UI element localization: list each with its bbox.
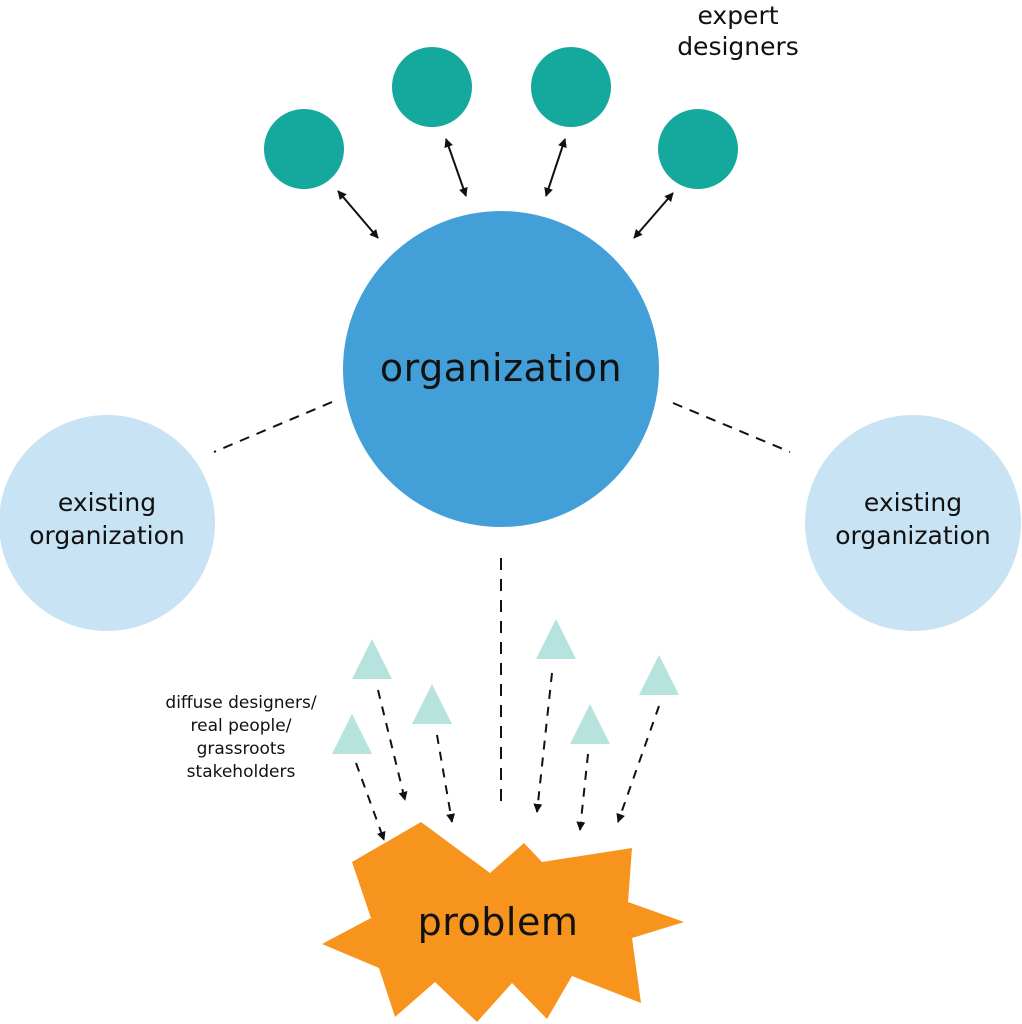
diffuse-designer-triangle xyxy=(536,619,576,659)
problem-starburst xyxy=(322,822,684,1022)
dashed-arrow xyxy=(533,672,553,813)
dashed-arrow xyxy=(436,734,456,823)
existing-organization-left-line1: existing xyxy=(57,488,157,517)
double-arrow xyxy=(444,138,468,197)
expert-designer-circle xyxy=(264,109,344,189)
expert-designers-line2: designers xyxy=(677,32,799,61)
existing-organization-right-circle xyxy=(805,415,1021,631)
diffuse-designer-triangle xyxy=(412,684,452,724)
double-arrow xyxy=(633,192,674,239)
organization-label: organization xyxy=(379,346,623,390)
diffuse-designers-line2: real people/ xyxy=(190,716,292,736)
existing-organization-right-label: existing organization xyxy=(806,486,1020,552)
organization-circle xyxy=(343,211,659,527)
dashed-link-left xyxy=(213,401,333,453)
diffuse-designer-triangle xyxy=(352,639,392,679)
existing-organization-left-label: existing organization xyxy=(0,486,214,552)
dashed-arrow xyxy=(576,753,589,831)
dashed-arrow xyxy=(377,689,408,801)
diffuse-designer-triangle xyxy=(639,655,679,695)
expert-designer-circle xyxy=(392,47,472,127)
dashed-arrow xyxy=(616,705,660,823)
existing-organization-right-line1: existing xyxy=(863,488,963,517)
double-arrow xyxy=(337,190,379,239)
diffuse-designers-line3: grassroots xyxy=(196,739,286,759)
existing-organization-left-circle xyxy=(0,415,215,631)
diffuse-designer-triangle xyxy=(332,714,372,754)
diffuse-designers-label: diffuse designers/ real people/ grassroo… xyxy=(146,692,336,784)
diffuse-designers-line4: stakeholders xyxy=(186,762,296,782)
diffuse-designer-triangle xyxy=(570,704,610,744)
dashed-link-right xyxy=(672,402,791,453)
existing-organization-right-line2: organization xyxy=(835,521,991,550)
expert-designers-label: expert designers xyxy=(658,0,818,62)
double-arrow xyxy=(544,138,567,197)
dashed-arrow xyxy=(355,762,386,841)
problem-label: problem xyxy=(417,900,579,944)
diffuse-designers-line1: diffuse designers/ xyxy=(165,693,317,713)
expert-designers-line1: expert xyxy=(697,1,779,30)
expert-designer-circle xyxy=(658,109,738,189)
expert-designer-circle xyxy=(531,47,611,127)
existing-organization-left-line2: organization xyxy=(29,521,185,550)
